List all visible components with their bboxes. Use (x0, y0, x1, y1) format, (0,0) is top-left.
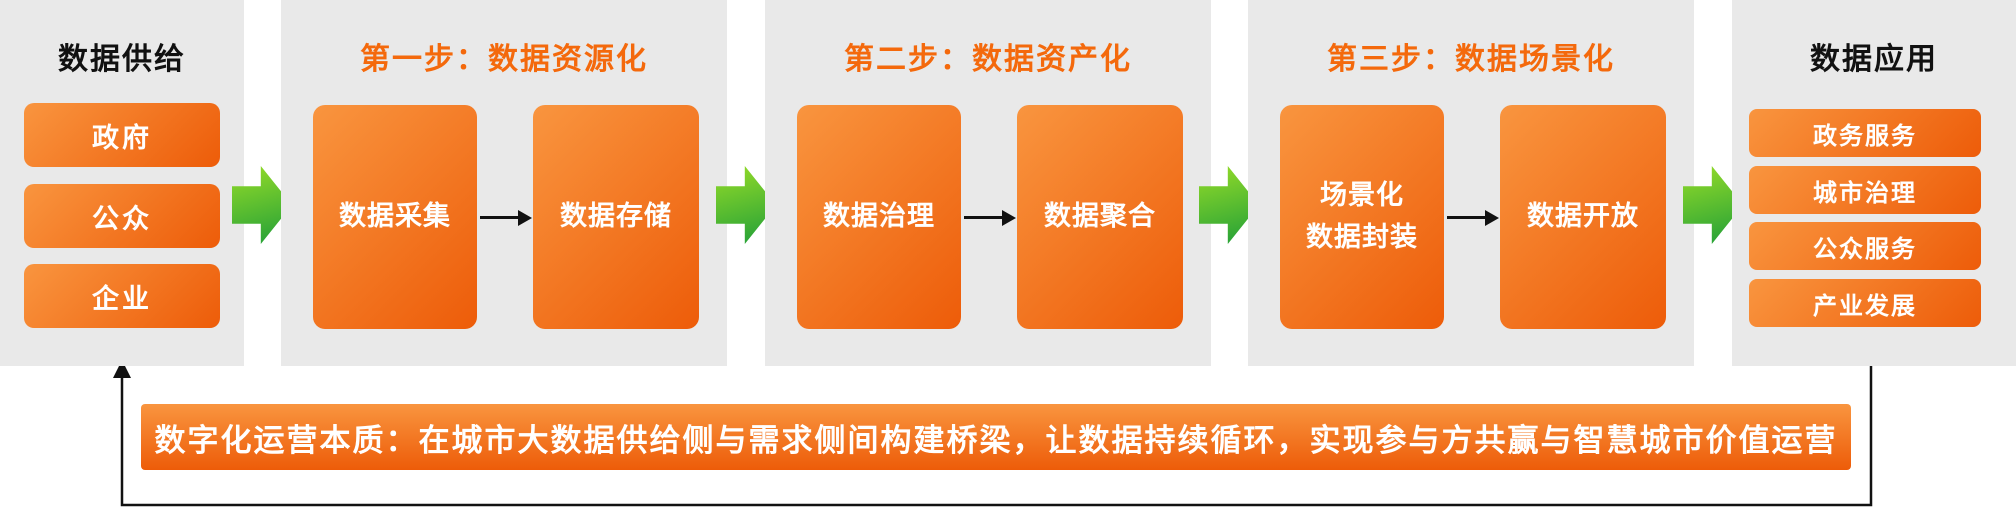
step1-box-data-storage: 数据存储 (533, 105, 699, 329)
banner-text: 数字化运营本质：在城市大数据供给侧与需求侧间构建桥梁，让数据持续循环，实现参与方… (154, 422, 1838, 458)
step2-box-data-aggregation: 数据聚合 (1017, 105, 1183, 329)
app-item-public-services: 公众服务 (1749, 222, 1981, 270)
digital-operation-banner: 数字化运营本质：在城市大数据供给侧与需求侧间构建桥梁，让数据持续循环，实现参与方… (141, 404, 1851, 470)
panel-data-supply: 数据供给 政府 公众 企业 (0, 0, 244, 366)
panel-step2: 第二步：数据资产化 数据治理 数据聚合 (765, 0, 1211, 366)
step2-box-data-governance: 数据治理 (797, 105, 961, 329)
panel-step1: 第一步：数据资源化 数据采集 数据存储 (281, 0, 727, 366)
arrow-right-icon-2 (964, 216, 1002, 219)
step1-box-data-collection: 数据采集 (313, 105, 477, 329)
arrow-right-icon-3 (1447, 216, 1485, 219)
supply-item-government: 政府 (24, 103, 220, 167)
app-item-industry-development: 产业发展 (1749, 279, 1981, 327)
step3-box-data-opening: 数据开放 (1500, 105, 1666, 329)
step3-box-scenario-packaging: 场景化 数据封装 (1280, 105, 1444, 329)
supply-item-public: 公众 (24, 184, 220, 248)
app-item-city-governance: 城市治理 (1749, 166, 1981, 214)
panel-data-application: 数据应用 政务服务 城市治理 公众服务 产业发展 (1732, 0, 2016, 366)
app-item-government-services: 政务服务 (1749, 109, 1981, 157)
supply-item-enterprise: 企业 (24, 264, 220, 328)
application-title: 数据应用 (1810, 43, 1938, 76)
step2-title: 第二步：数据资产化 (844, 43, 1132, 76)
step3-title: 第三步：数据场景化 (1327, 43, 1615, 76)
step1-title: 第一步：数据资源化 (360, 43, 648, 76)
panel-step3: 第三步：数据场景化 场景化 数据封装 数据开放 (1248, 0, 1694, 366)
supply-title: 数据供给 (58, 43, 186, 76)
arrow-right-icon-1 (480, 216, 518, 219)
